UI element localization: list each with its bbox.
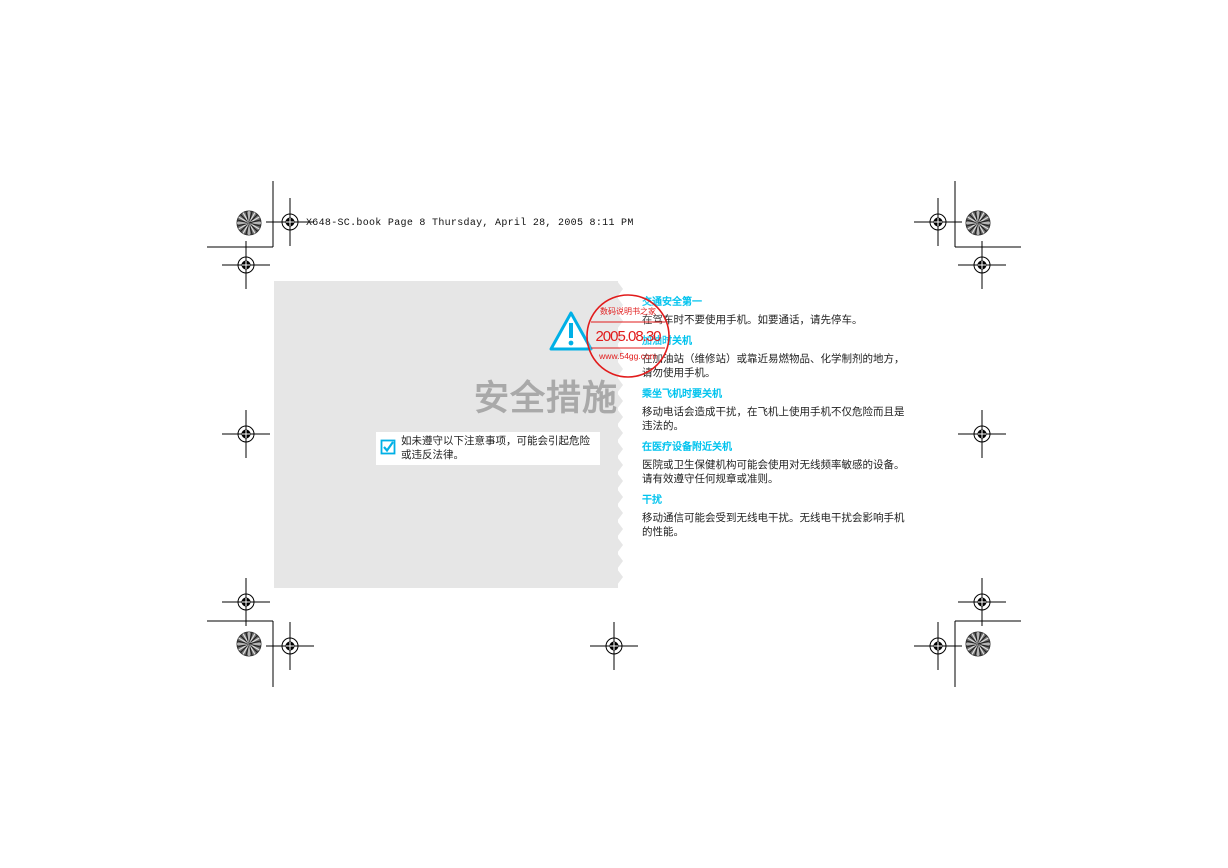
stamp-url: www.54gg.com	[598, 351, 657, 361]
stamp-top-text: 数码说明书之家	[600, 306, 656, 316]
section-title: 加油时关机	[642, 335, 914, 349]
page-title: 安全措施	[474, 379, 619, 419]
registration-target	[958, 410, 1006, 458]
color-star-target	[236, 210, 262, 236]
registration-target	[590, 622, 638, 670]
section-body: 在加油站（维修站）或靠近易燃物品、化学制剂的地方，请勿使用手机。	[642, 353, 905, 379]
section-body: 移动电话会造成干扰，在飞机上使用手机不仅危险而且是违法的。	[642, 406, 905, 432]
section-title: 在医疗设备附近关机	[642, 442, 732, 453]
section-medical-equipment: 在医疗设备附近关机 医院或卫生保健机构可能会使用对无线频率敏感的设备。请有效遵守…	[642, 441, 914, 486]
notice-text: 如未遵守以下注意事项，可能会引起危险或违反法律。	[401, 435, 590, 461]
section-title: 交通安全第一	[642, 297, 702, 308]
torn-edge	[612, 281, 623, 588]
color-star-target	[965, 631, 991, 657]
red-stamp: 数码说明书之家 2005.08.30 www.54gg.com	[585, 293, 671, 383]
safety-sections: 交通安全第一 在驾车时不要使用手机。如要通话，请先停车。 加油时关机 在加油站（…	[642, 296, 914, 547]
registration-target	[266, 198, 314, 246]
book-header-line: X648-SC.book Page 8 Thursday, April 28, …	[306, 218, 634, 229]
section-body: 医院或卫生保健机构可能会使用对无线频率敏感的设备。请有效遵守任何规章或准则。	[642, 459, 905, 485]
registration-target	[266, 622, 314, 670]
section-body: 在驾车时不要使用手机。如要通话，请先停车。	[642, 314, 863, 326]
section-title: 干扰	[642, 495, 662, 506]
section-interference: 干扰 移动通信可能会受到无线电干扰。无线电干扰会影响手机的性能。	[642, 494, 914, 539]
warning-triangle-icon	[548, 310, 594, 356]
registration-target	[958, 241, 1006, 289]
section-aircraft: 乘坐飞机时要关机 移动电话会造成干扰，在飞机上使用手机不仅危险而且是违法的。	[642, 388, 914, 433]
color-star-target	[965, 210, 991, 236]
section-body: 移动通信可能会受到无线电干扰。无线电干扰会影响手机的性能。	[642, 512, 905, 538]
section-title: 乘坐飞机时要关机	[642, 389, 722, 400]
registration-target	[222, 410, 270, 458]
stamp-date: 2005.08.30	[595, 328, 661, 345]
section-traffic-safety: 交通安全第一 在驾车时不要使用手机。如要通话，请先停车。	[642, 296, 914, 327]
registration-target	[914, 198, 962, 246]
section-refueling: 加油时关机 在加油站（维修站）或靠近易燃物品、化学制剂的地方，请勿使用手机。	[642, 335, 914, 380]
registration-target	[914, 622, 962, 670]
registration-target	[222, 241, 270, 289]
color-star-target	[236, 631, 262, 657]
compliance-notice: 如未遵守以下注意事项，可能会引起危险或违反法律。	[376, 432, 600, 465]
registration-target	[222, 578, 270, 626]
registration-target	[958, 578, 1006, 626]
checkbox-icon	[380, 439, 396, 455]
